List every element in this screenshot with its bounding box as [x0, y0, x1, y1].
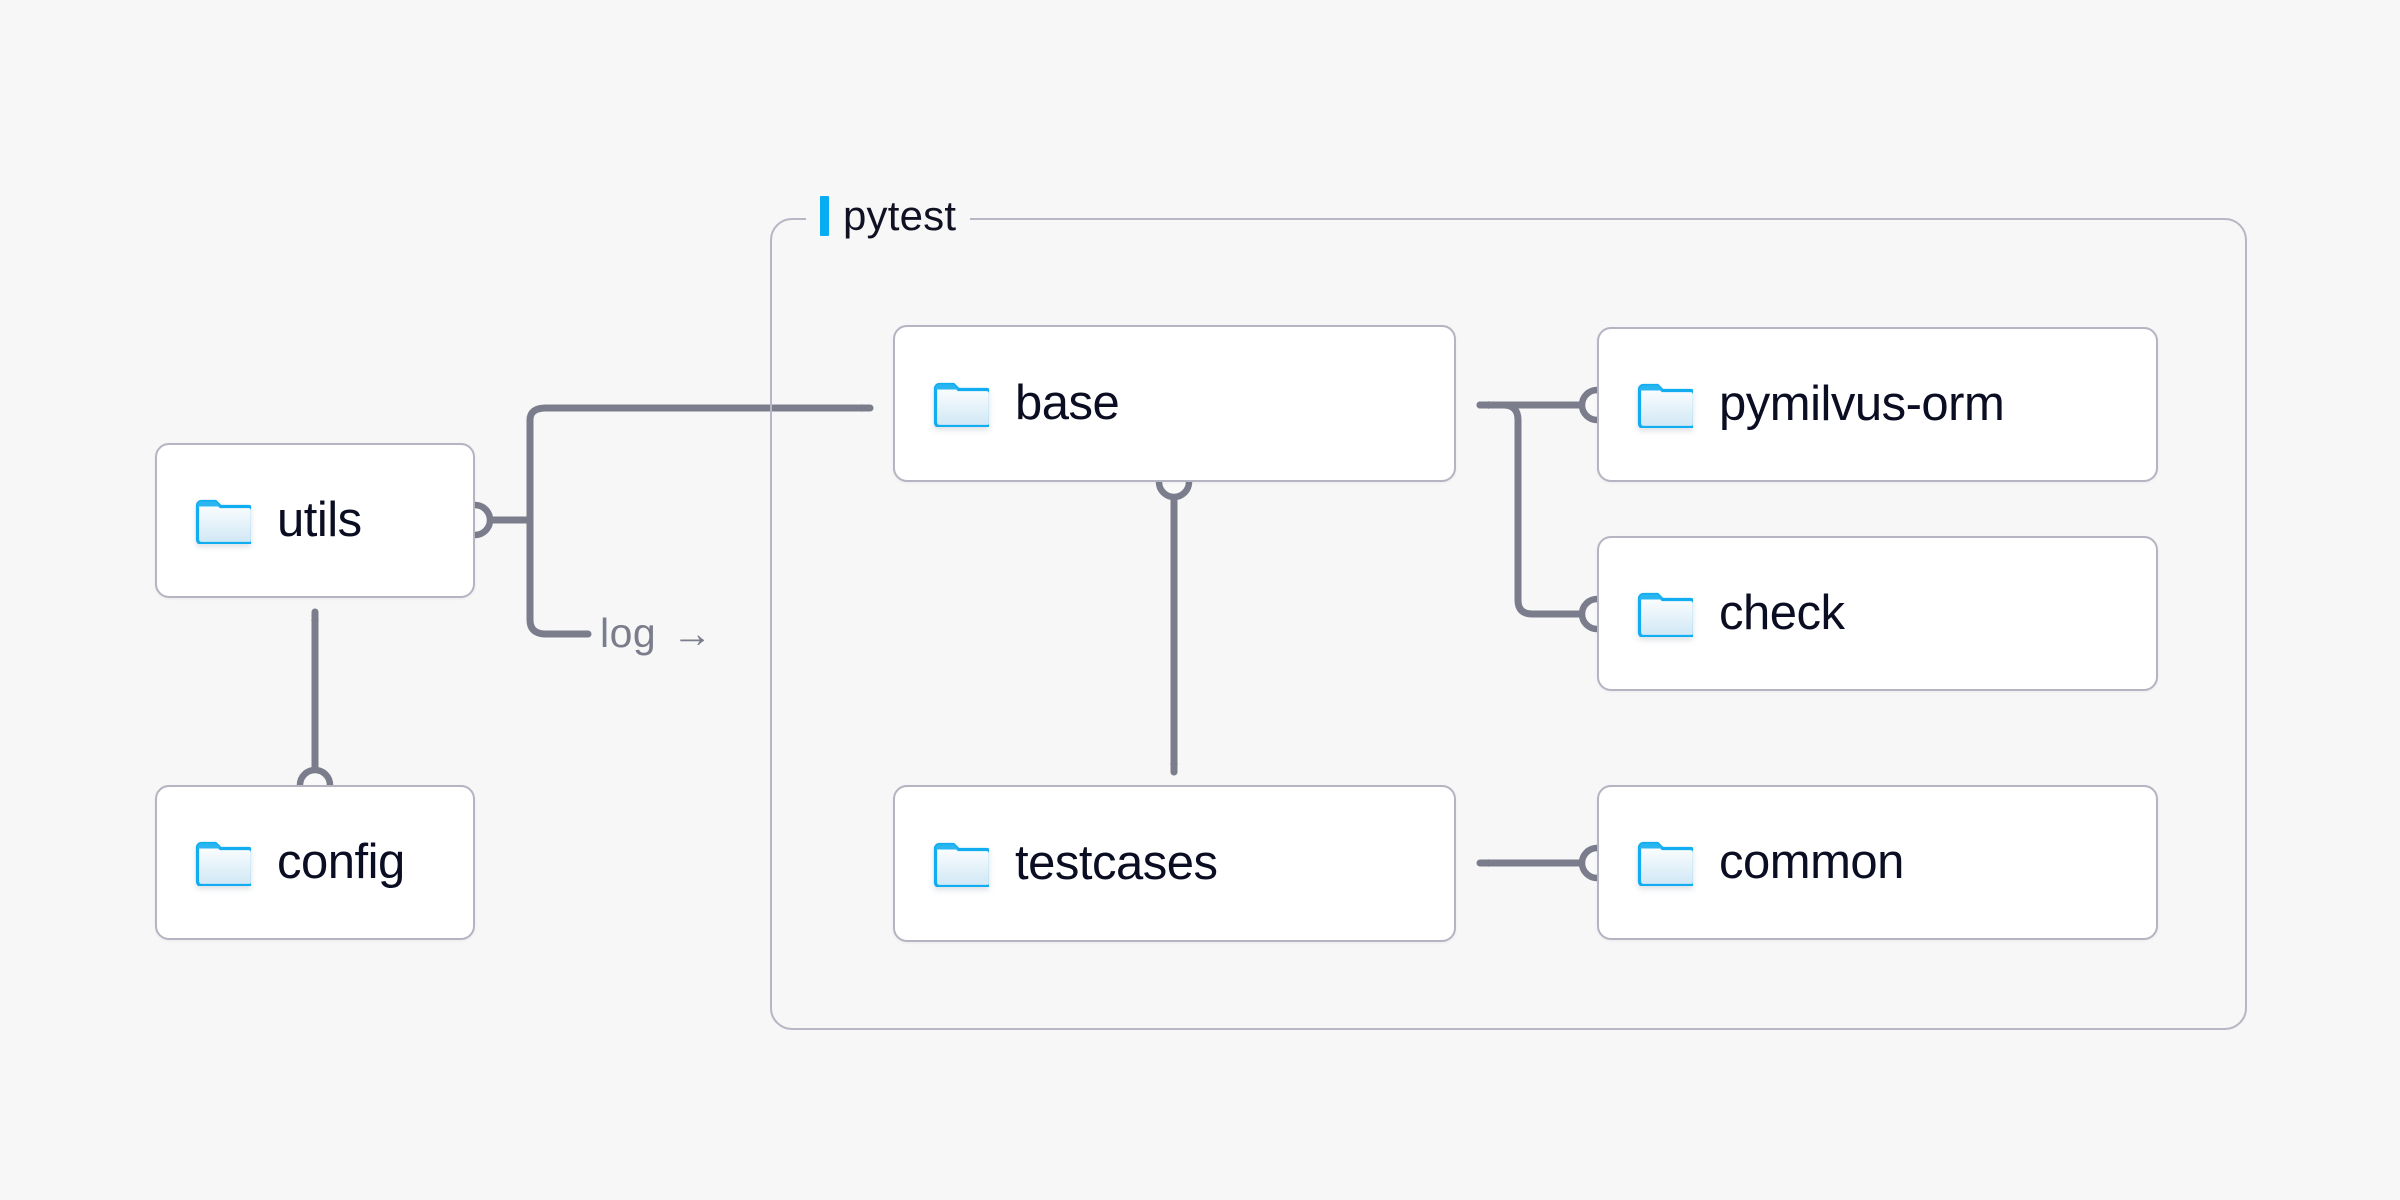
group-title: pytest	[843, 192, 957, 239]
node-utils-content: utils	[157, 496, 362, 545]
node-pymilvus-orm[interactable]: pymilvus-orm	[1597, 327, 2158, 482]
group-pytest-label: pytest	[806, 190, 971, 242]
node-config-label: config	[277, 835, 405, 889]
node-base-content: base	[895, 376, 1120, 430]
arrow-right-icon: →	[672, 611, 713, 656]
node-check-content: check	[1599, 589, 1845, 638]
node-testcases-content: testcases	[895, 836, 1218, 890]
group-pytest[interactable]	[770, 218, 2247, 1030]
node-testcases[interactable]: testcases	[893, 785, 1456, 942]
node-utils[interactable]: utils	[155, 443, 475, 598]
folder-icon	[1637, 592, 1693, 637]
node-config-content: config	[157, 838, 405, 887]
node-base-label: base	[1015, 376, 1120, 430]
edge-utils-to-log	[526, 516, 592, 638]
node-utils-label: utils	[277, 493, 362, 547]
node-common-label: common	[1719, 835, 1904, 889]
folder-icon	[195, 499, 251, 544]
node-testcases-label: testcases	[1015, 836, 1218, 890]
group-accent-bar	[820, 196, 829, 236]
edge-label-log-text: log	[600, 610, 657, 656]
node-common[interactable]: common	[1597, 785, 2158, 940]
node-config[interactable]: config	[155, 785, 475, 940]
folder-icon	[933, 842, 989, 887]
folder-icon	[933, 382, 989, 427]
folder-icon	[1637, 841, 1693, 886]
node-pymilvus-orm-content: pymilvus-orm	[1599, 377, 2005, 431]
edge-label-log: log →	[600, 610, 713, 657]
node-check-label: check	[1719, 586, 1845, 640]
node-check[interactable]: check	[1597, 536, 2158, 691]
folder-icon	[195, 841, 251, 886]
folder-icon	[1637, 383, 1693, 428]
node-common-content: common	[1599, 838, 1904, 887]
node-base[interactable]: base	[893, 325, 1456, 482]
node-pymilvus-orm-label: pymilvus-orm	[1719, 377, 2005, 431]
